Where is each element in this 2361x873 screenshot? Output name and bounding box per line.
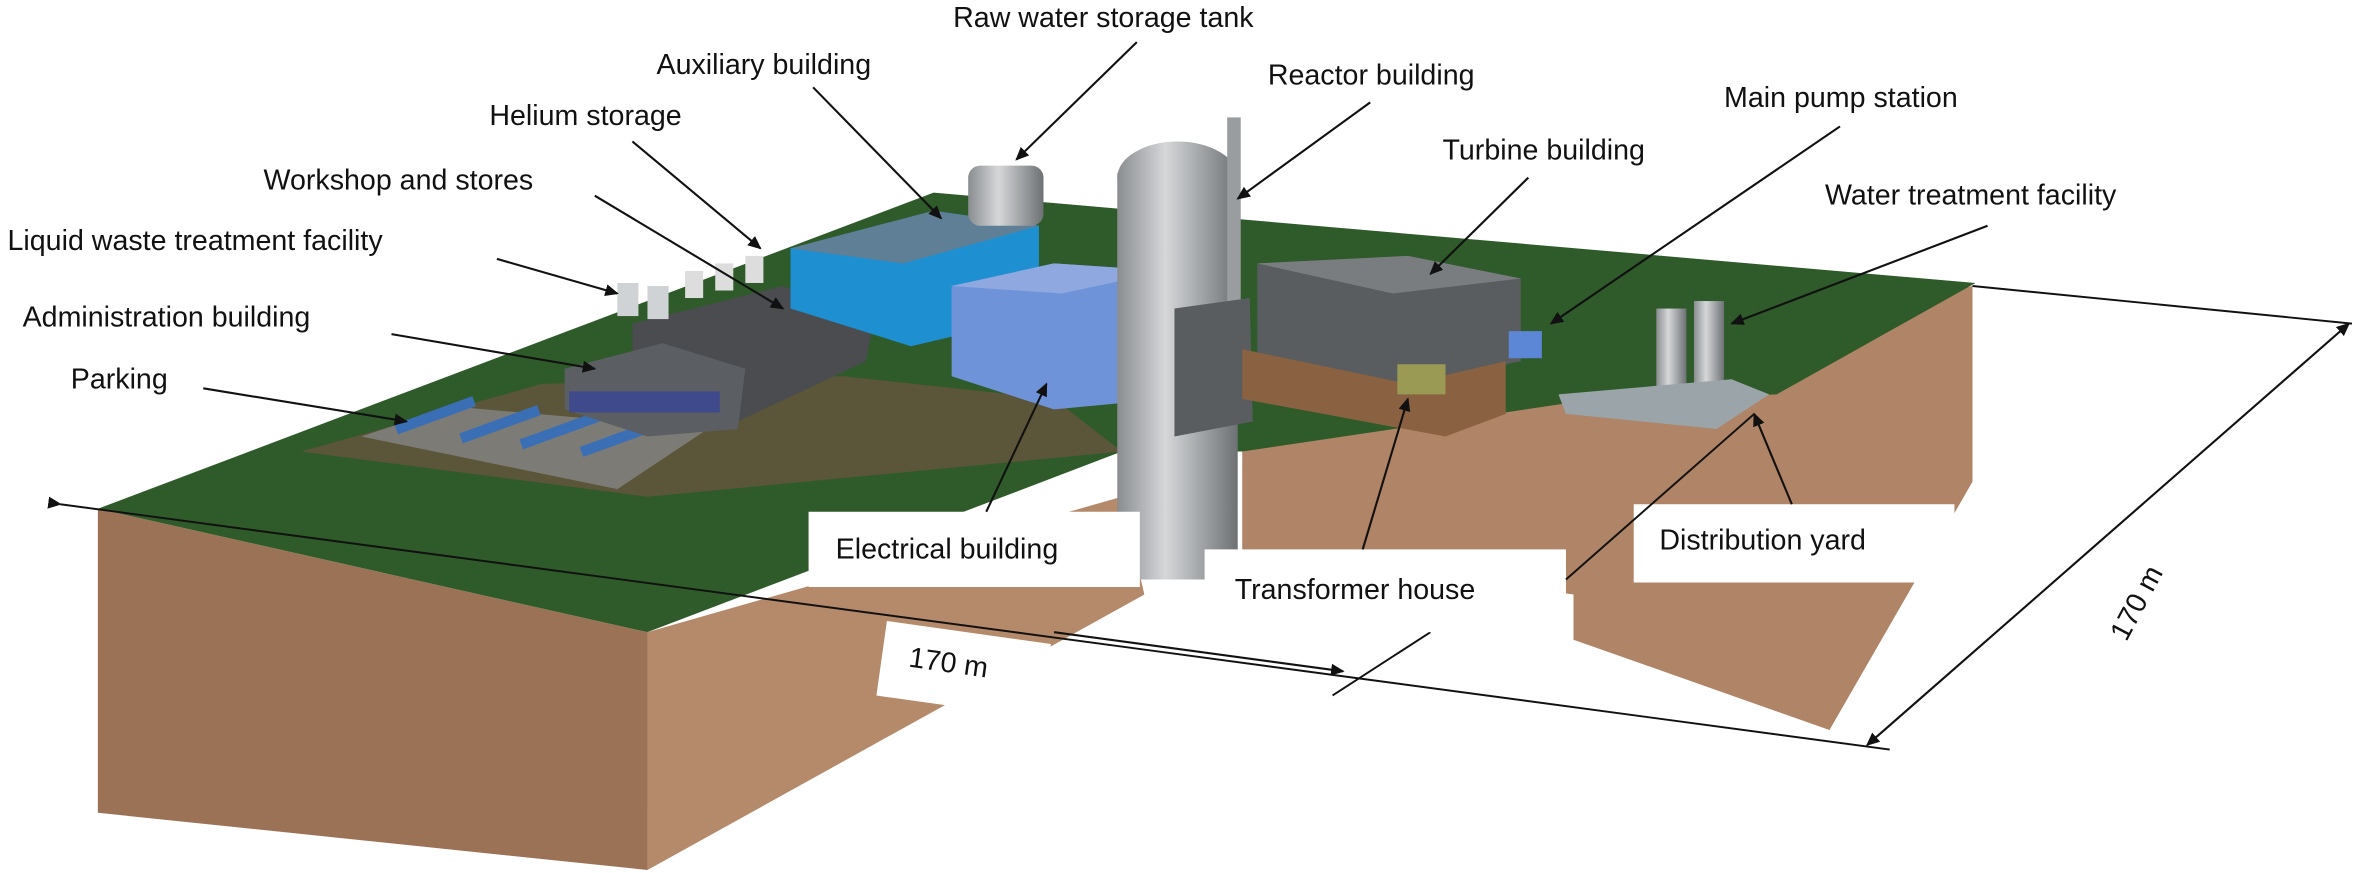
turbine-arrow xyxy=(1429,176,1530,275)
paved-area xyxy=(301,376,1122,497)
label-water-treatment: Water treatment facility xyxy=(1825,180,2117,212)
reactor-dome xyxy=(1117,141,1238,214)
administration-building xyxy=(564,343,746,437)
distribution-leader xyxy=(1565,413,1755,581)
ground-left-face xyxy=(97,508,648,870)
label-workshop-stores: Workshop and stores xyxy=(264,165,534,197)
label-auxiliary-building: Auxiliary building xyxy=(657,49,872,81)
water-treatment-arrow xyxy=(1730,224,1988,325)
label-helium-storage: Helium storage xyxy=(489,100,681,132)
side-extension-line xyxy=(1972,285,2353,325)
raw-water-tank-shape xyxy=(968,165,1044,226)
label-distribution-yard: Distribution yard xyxy=(1659,524,1866,556)
label-main-pump-station: Main pump station xyxy=(1724,82,1958,114)
electrical-roof xyxy=(951,263,1167,294)
administration-arrow xyxy=(391,333,597,373)
workshop-arrow xyxy=(594,194,785,310)
transformer-house-shape xyxy=(1397,364,1446,395)
auxiliary-arrow xyxy=(812,86,943,220)
electrical-label-box xyxy=(808,511,1140,588)
reactor-arrow xyxy=(1236,101,1371,200)
water-treatment-tanks xyxy=(1656,301,1725,392)
main-pump-arrow xyxy=(1549,125,1841,325)
parking-arrow xyxy=(203,387,409,426)
label-liquid-waste: Liquid waste treatment facility xyxy=(8,225,384,257)
side-dimension-line xyxy=(2107,322,2351,536)
liquid-waste-arrow xyxy=(496,257,619,296)
label-reactor-building: Reactor building xyxy=(1268,59,1475,91)
turbine-basement xyxy=(1242,349,1506,437)
distribution-arrow xyxy=(1753,412,1793,505)
ground-right-face xyxy=(1242,285,1973,731)
electrical-arrow xyxy=(985,382,1048,513)
front-dimension-line xyxy=(47,496,1890,751)
raw-water-tank-arrow xyxy=(1015,41,1138,161)
main-pump-station-shape xyxy=(1508,331,1542,359)
reactor-annex xyxy=(1174,298,1253,437)
label-parking: Parking xyxy=(71,363,168,395)
label-administration: Administration building xyxy=(23,302,311,334)
turbine-building xyxy=(1257,255,1521,384)
helium-arrow xyxy=(631,140,762,250)
label-raw-water-tank: Raw water storage tank xyxy=(953,2,1254,34)
distribution-yard-shape xyxy=(1558,379,1770,429)
label-electrical-building: Electrical building xyxy=(836,533,1059,565)
front-dimension-label-box xyxy=(876,621,1051,719)
transformer-arrow xyxy=(1361,397,1411,550)
distribution-label-box xyxy=(1633,504,1955,583)
label-side-dimension: 170 m xyxy=(2104,560,2170,645)
label-transformer-house: Transformer house xyxy=(1235,574,1476,606)
transformer-label-box xyxy=(1204,549,1566,633)
electrical-building xyxy=(951,263,1167,410)
administration-facade xyxy=(569,391,720,413)
front-dimension-tick xyxy=(1332,631,1431,697)
liquid-waste-tanks xyxy=(617,282,669,320)
front-dimension-arrow xyxy=(1053,631,1345,676)
stack xyxy=(1227,117,1241,329)
label-turbine-building: Turbine building xyxy=(1442,135,1644,167)
side-dimension-line-2 xyxy=(1865,533,2109,747)
